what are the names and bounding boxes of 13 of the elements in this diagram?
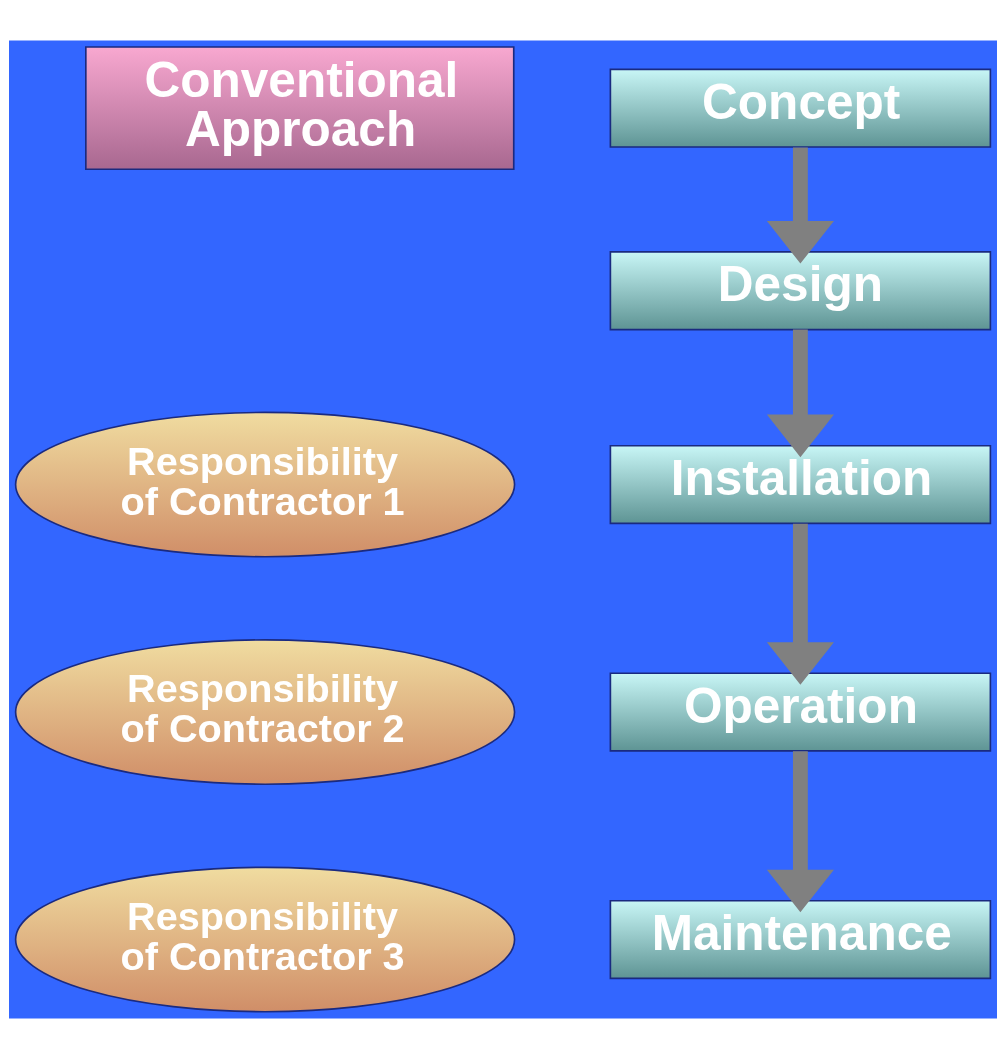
node-box: Design bbox=[609, 251, 991, 331]
node-ellipse: Responsibility of Contractor 3 bbox=[14, 866, 515, 1013]
arrow bbox=[766, 329, 834, 458]
node-box: Conventional Approach bbox=[84, 46, 515, 171]
arrow bbox=[766, 147, 834, 264]
arrow bbox=[766, 523, 834, 685]
arrow bbox=[766, 751, 834, 913]
node-ellipse: Responsibility of Contractor 1 bbox=[14, 411, 515, 558]
node-box: Concept bbox=[609, 68, 991, 148]
node-box: Operation bbox=[609, 672, 991, 752]
node-box: Maintenance bbox=[609, 899, 991, 980]
node-ellipse: Responsibility of Contractor 2 bbox=[14, 639, 515, 786]
node-box: Installation bbox=[609, 444, 991, 525]
